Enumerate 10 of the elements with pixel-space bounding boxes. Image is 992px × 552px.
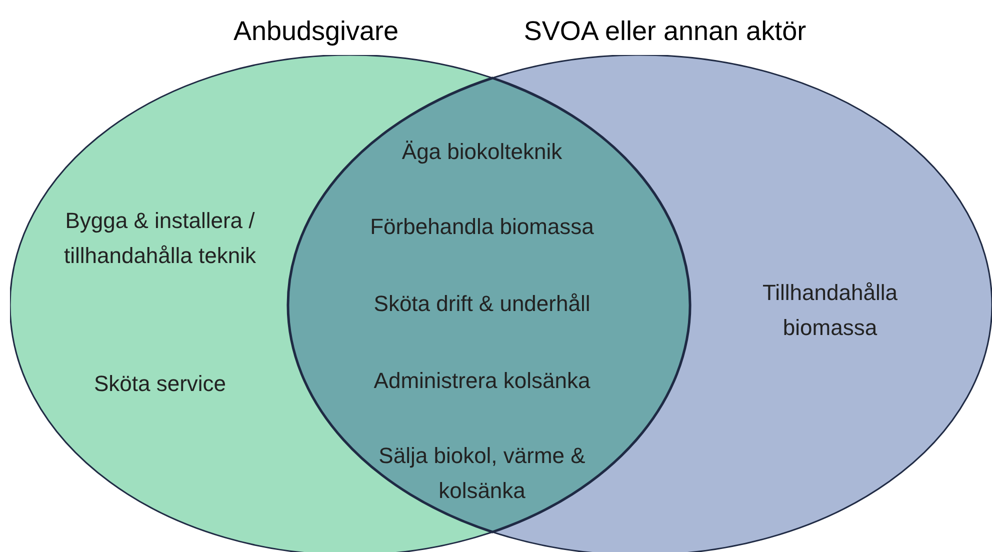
set-item-text: Administrera kolsänka <box>372 367 592 395</box>
set-item-text: Tillhandahålla biomassa <box>762 279 898 342</box>
set-item-text: Bygga & installera / tillhandahålla teknik <box>62 207 258 270</box>
set-item-text: Förbehandla biomassa <box>369 213 595 241</box>
set-item-text: Äga biokolteknik <box>400 138 564 166</box>
set-item-text: Sköta drift & underhåll <box>372 290 592 318</box>
set-heading: Anbudsgivare <box>232 15 400 48</box>
set-item-text: Sälja biokol, värme & kolsänka <box>378 442 586 506</box>
set-item-text: Sköta service <box>92 370 228 398</box>
set-heading: SVOA eller annan aktör <box>522 15 808 48</box>
